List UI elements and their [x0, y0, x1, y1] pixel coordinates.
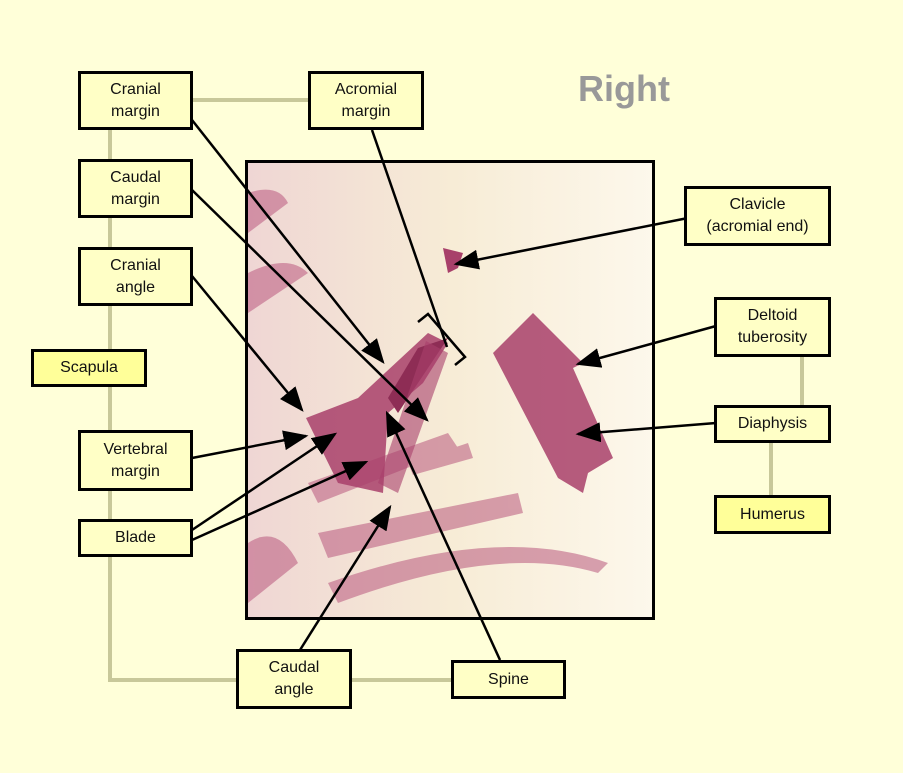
- label-vertebral-margin: Vertebral margin: [78, 430, 193, 491]
- label-spine: Spine: [451, 660, 566, 699]
- label-caudal-angle: Caudal angle: [236, 649, 352, 709]
- side-title: Right: [578, 68, 670, 109]
- label-deltoid-tuberosity: Deltoid tuberosity: [714, 297, 831, 357]
- label-cranial-angle: Cranial angle: [78, 247, 193, 306]
- label-clavicle: Clavicle (acromial end): [684, 186, 831, 246]
- label-cranial-margin: Cranial margin: [78, 71, 193, 130]
- label-acromial-margin: Acromial margin: [308, 71, 424, 130]
- group-scapula: Scapula: [31, 349, 147, 387]
- group-humerus: Humerus: [714, 495, 831, 534]
- label-diaphysis: Diaphysis: [714, 405, 831, 443]
- xray-photo: [245, 160, 655, 620]
- label-caudal-margin: Caudal margin: [78, 159, 193, 218]
- label-blade: Blade: [78, 519, 193, 557]
